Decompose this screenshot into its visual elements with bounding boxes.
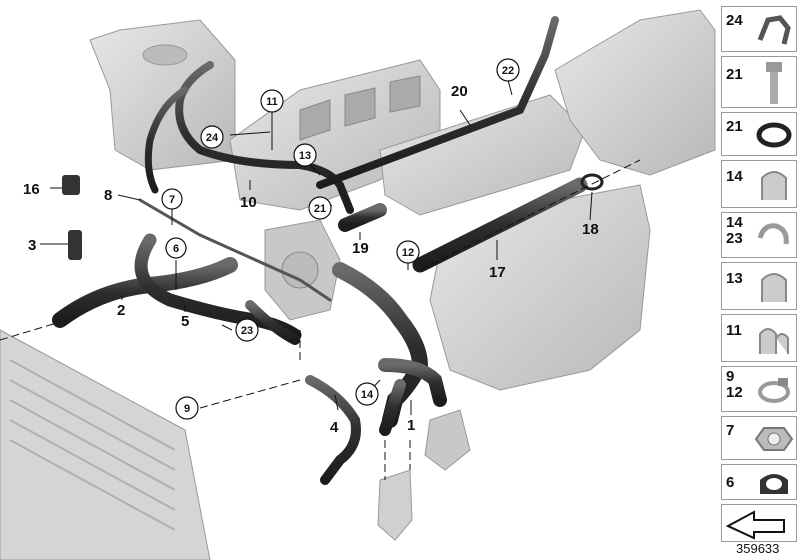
legend-item-arrow bbox=[721, 504, 797, 542]
callout-1: 1 bbox=[407, 417, 415, 434]
legend-item-11: 11 bbox=[721, 314, 797, 362]
svg-text:21: 21 bbox=[314, 203, 326, 215]
circled-callout-21: 21 bbox=[308, 196, 332, 220]
svg-text:12: 12 bbox=[402, 247, 414, 259]
circled-callout-9: 9 bbox=[175, 396, 199, 420]
ring-18 bbox=[580, 173, 604, 191]
svg-text:9: 9 bbox=[184, 403, 190, 415]
cooling-system-diagram: 1 2 3 4 5 8 10 16 17 18 19 20 6 7 9 11 1… bbox=[0, 9, 716, 560]
legend-item-21-bolt: 21 bbox=[721, 56, 797, 108]
legend-item-7: 7 bbox=[721, 416, 797, 460]
legend-item-13: 13 bbox=[721, 262, 797, 310]
circled-callout-12: 12 bbox=[396, 240, 420, 264]
hose-holder-icon bbox=[761, 273, 787, 302]
double-hose-holder-icon bbox=[759, 328, 789, 354]
sensor-3 bbox=[68, 230, 82, 260]
hose-clamp-icon bbox=[758, 378, 790, 403]
engine-block bbox=[429, 9, 716, 391]
bolt-icon bbox=[766, 62, 782, 104]
callout-2: 2 bbox=[117, 302, 125, 319]
intake-manifold bbox=[379, 94, 586, 216]
sensor-16 bbox=[62, 175, 80, 195]
rubber-grommet-icon bbox=[760, 474, 788, 494]
circled-callouts: 6 7 9 11 12 13 14 21 22 23 24 bbox=[161, 58, 520, 420]
circled-callout-22: 22 bbox=[496, 58, 520, 82]
reference-number: 359633 bbox=[736, 541, 780, 556]
bracket-lower bbox=[377, 469, 413, 541]
arrow-icon bbox=[725, 510, 785, 540]
radiator bbox=[0, 329, 211, 560]
circled-callout-23: 23 bbox=[235, 318, 259, 342]
callout-4: 4 bbox=[330, 419, 339, 436]
hose-holder-icon bbox=[761, 171, 787, 200]
legend-item-6: 6 bbox=[721, 464, 797, 500]
hex-nut-icon bbox=[754, 427, 794, 451]
svg-text:23: 23 bbox=[241, 325, 253, 337]
hose-clip-icon bbox=[757, 223, 789, 245]
svg-text:11: 11 bbox=[266, 96, 278, 108]
circled-callout-13: 13 bbox=[293, 143, 317, 167]
legend-item-24: 24 bbox=[721, 6, 797, 52]
callout-18: 18 bbox=[582, 221, 599, 238]
callout-10: 10 bbox=[240, 194, 257, 211]
circled-callout-14: 14 bbox=[355, 382, 379, 406]
callout-19: 19 bbox=[352, 240, 369, 257]
callout-5: 5 bbox=[181, 313, 189, 330]
thermostat bbox=[424, 409, 471, 471]
o-ring-icon bbox=[756, 122, 792, 148]
svg-text:24: 24 bbox=[206, 132, 219, 144]
legend-item-21-ring: 21 bbox=[721, 112, 797, 156]
svg-text:6: 6 bbox=[173, 243, 179, 255]
circled-callout-6: 6 bbox=[165, 237, 187, 259]
svg-text:13: 13 bbox=[299, 150, 311, 162]
callout-20: 20 bbox=[451, 83, 468, 100]
circled-callout-7: 7 bbox=[161, 188, 183, 210]
svg-text:7: 7 bbox=[169, 194, 175, 206]
svg-text:22: 22 bbox=[502, 65, 514, 77]
svg-text:14: 14 bbox=[361, 389, 374, 401]
callout-16: 16 bbox=[23, 181, 40, 198]
hose-clamp-clip-icon bbox=[757, 15, 791, 45]
circled-callout-24: 24 bbox=[200, 125, 224, 149]
circled-callout-11: 11 bbox=[260, 89, 284, 113]
hoses bbox=[52, 16, 588, 485]
legend-item-14-23: 14 23 bbox=[721, 212, 797, 258]
legend-item-14: 14 bbox=[721, 160, 797, 208]
callout-8: 8 bbox=[104, 187, 112, 204]
legend-item-9-12: 9 12 bbox=[721, 366, 797, 412]
callout-labels: 1 2 3 4 5 8 10 16 17 18 19 20 bbox=[23, 83, 599, 436]
callout-3: 3 bbox=[28, 237, 36, 254]
callout-17: 17 bbox=[489, 264, 506, 281]
